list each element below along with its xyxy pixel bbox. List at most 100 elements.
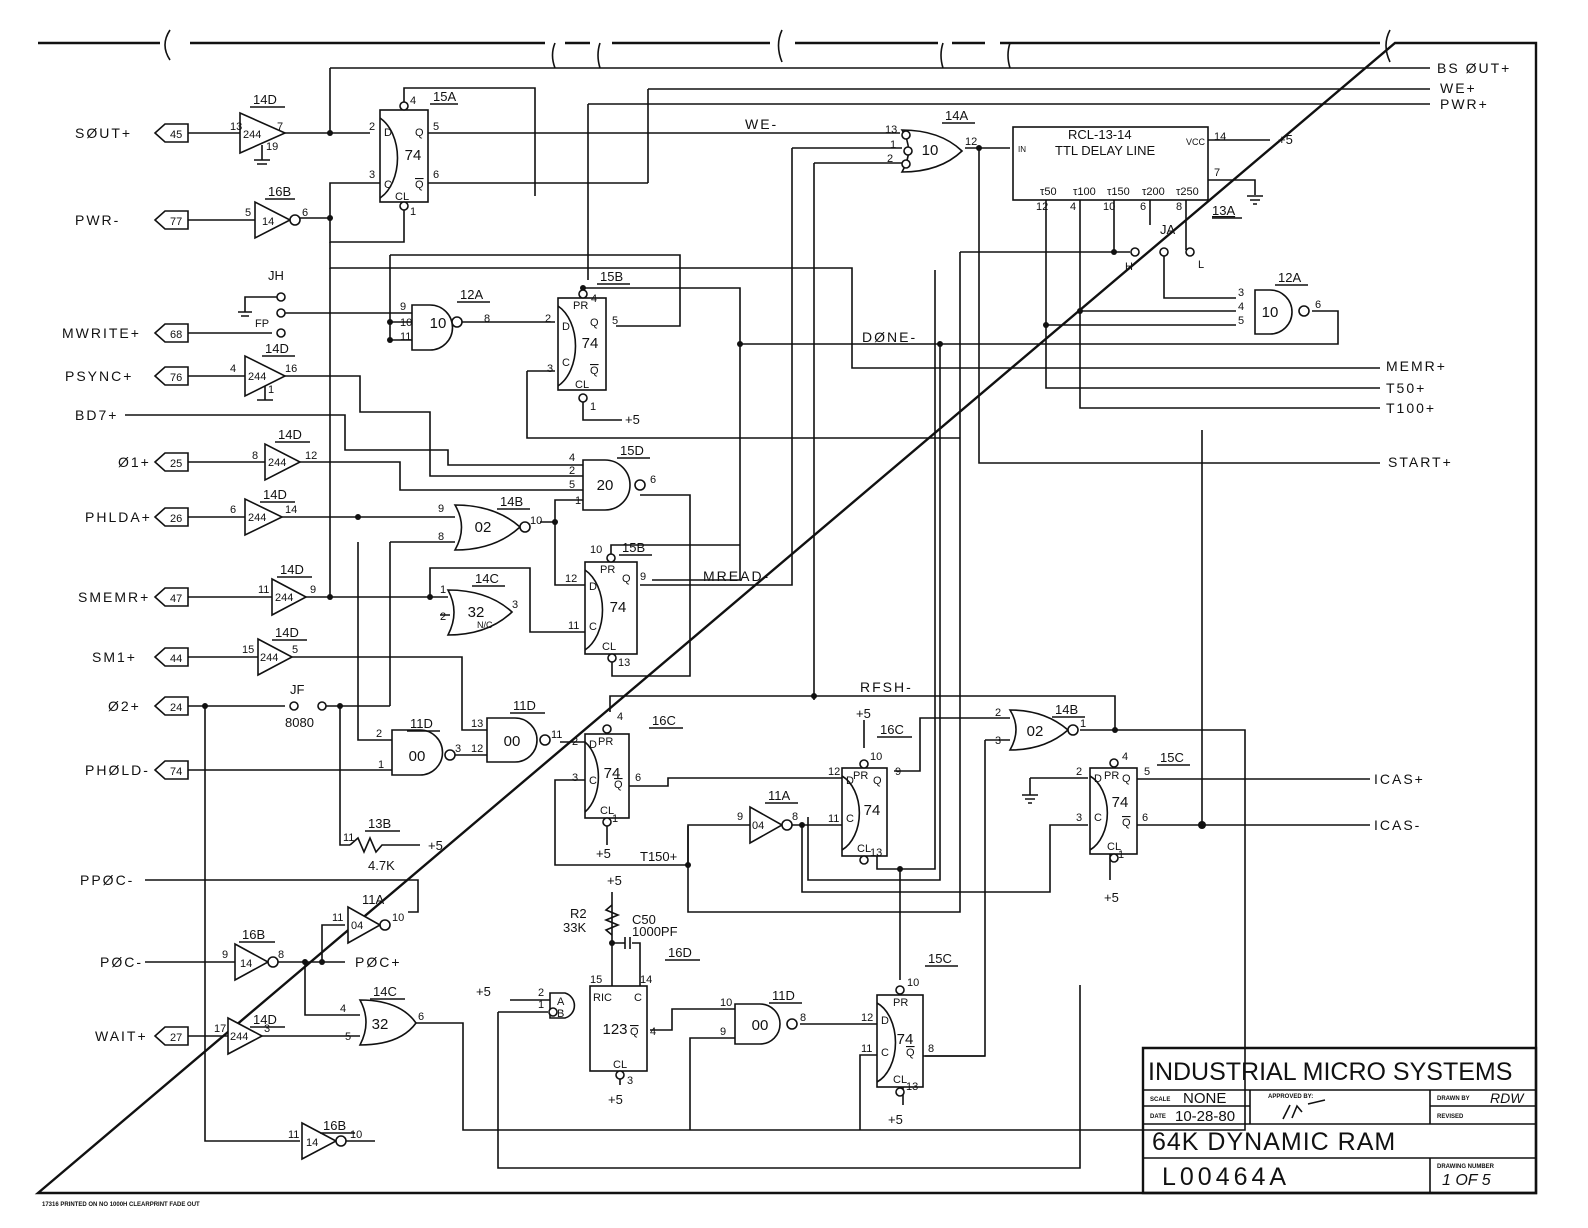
pin-number: 12 [1036, 201, 1048, 213]
svg-text:13: 13 [870, 847, 882, 859]
svg-text:10: 10 [350, 1129, 362, 1141]
output-label: PWR+ [1440, 96, 1489, 112]
or-14c-b [358, 999, 417, 1046]
svg-text:8: 8 [278, 949, 284, 961]
output-label: T100+ [1386, 400, 1436, 416]
part-ref: 12A [460, 287, 483, 302]
part-ref: 16C [880, 722, 904, 737]
input-label: SMEMR+ [78, 589, 150, 605]
inverter-16b-b [234, 942, 279, 982]
svg-text:C: C [589, 775, 597, 787]
pin-label: A [557, 996, 565, 1008]
part-ref: 14D [253, 1012, 277, 1027]
delay-line-desc: TTL DELAY LINE [1055, 143, 1156, 158]
svg-text:1: 1 [590, 401, 596, 413]
input-label: Ø2+ [108, 698, 141, 714]
delay-tap: τ200 [1142, 186, 1165, 198]
power-label: +5 [888, 1112, 903, 1127]
part-ref: 16D [668, 945, 692, 960]
part-type: 74 [582, 335, 599, 352]
part-ref: 14C [373, 984, 397, 999]
svg-text:4: 4 [591, 293, 597, 305]
svg-text:4: 4 [617, 711, 623, 723]
wires [125, 67, 1430, 1169]
svg-text:4: 4 [230, 363, 236, 375]
buffer-14d-d [244, 497, 284, 537]
nand-11d-b [486, 717, 551, 763]
svg-text:13: 13 [471, 718, 483, 730]
jumper-jf[interactable] [289, 701, 327, 711]
delay-tap: τ50 [1040, 186, 1057, 198]
delay-tap: τ250 [1176, 186, 1199, 198]
part-type: 10 [922, 142, 939, 159]
output-label: T50+ [1386, 380, 1426, 396]
svg-text:13: 13 [885, 124, 897, 136]
svg-text:4: 4 [410, 95, 416, 107]
delay-tap: τ150 [1107, 186, 1130, 198]
company-name: INDUSTRIAL MICRO SYSTEMS [1148, 1058, 1512, 1086]
capacitor-value: 1000PF [632, 924, 678, 939]
svg-text:1: 1 [890, 139, 896, 151]
svg-text:5: 5 [433, 121, 439, 133]
svg-text:10: 10 [590, 544, 602, 556]
net-label: T150+ [640, 849, 677, 864]
svg-text:11: 11 [288, 1129, 299, 1141]
jumper-ja[interactable] [1130, 247, 1195, 257]
scale-label: SCALE [1150, 1097, 1170, 1103]
input-label: PSYNC+ [65, 368, 133, 384]
flipflop-16c-b [841, 759, 888, 865]
svg-text:PR: PR [573, 300, 588, 312]
svg-text:2: 2 [572, 736, 578, 748]
svg-text:3: 3 [995, 735, 1001, 747]
part-type: 32 [372, 1016, 389, 1033]
buffer-14d-f [257, 637, 294, 677]
svg-text:12: 12 [471, 743, 483, 755]
svg-text:13: 13 [618, 657, 630, 669]
part-type: 00 [752, 1017, 769, 1034]
svg-text:15: 15 [590, 974, 602, 986]
or-14c-a [446, 589, 514, 636]
power-label: +5 [608, 1092, 623, 1107]
flipflop-15c-b [876, 985, 924, 1097]
part-ref: R2 [570, 906, 587, 921]
svg-text:C: C [846, 813, 854, 825]
nand-12a-a [411, 304, 463, 351]
net-label: DØNE- [862, 329, 917, 345]
svg-text:6: 6 [1315, 299, 1321, 311]
svg-text:4: 4 [1122, 751, 1128, 763]
svg-text:2: 2 [995, 707, 1001, 719]
delay-line-vcc: VCC [1186, 137, 1206, 147]
svg-text:6: 6 [230, 504, 236, 516]
jumper-note: 8080 [285, 715, 314, 730]
svg-text:C: C [589, 621, 597, 633]
nand-12a-b [1254, 289, 1310, 335]
footer-note: 17316 PRINTED ON NO 1000H CLEARPRINT FAD… [42, 1202, 200, 1208]
svg-text:14: 14 [640, 974, 652, 986]
svg-text:9: 9 [438, 503, 444, 515]
svg-text:10: 10 [907, 977, 919, 989]
svg-text:CL: CL [1107, 841, 1121, 853]
net-label: RFSH- [860, 679, 913, 695]
part-type: 14 [240, 958, 252, 970]
part-type: 244 [248, 512, 266, 524]
svg-text:2: 2 [569, 465, 575, 477]
svg-text:11: 11 [343, 832, 354, 844]
jumper-jh[interactable] [238, 292, 286, 338]
svg-text:1: 1 [440, 584, 446, 596]
delay-tap: τ100 [1073, 186, 1096, 198]
svg-text:5: 5 [612, 315, 618, 327]
sheet-number: 1 OF 5 [1442, 1172, 1491, 1189]
buffer-14d-b [244, 354, 287, 401]
svg-text:11: 11 [861, 1043, 872, 1055]
input-label: Ø1+ [118, 454, 151, 470]
svg-text:10: 10 [392, 912, 404, 924]
svg-text:3: 3 [1238, 287, 1244, 299]
part-ref: 14D [263, 487, 287, 502]
svg-text:6: 6 [302, 207, 308, 219]
svg-text:8: 8 [252, 450, 258, 462]
delay-line-in: IN [1018, 145, 1026, 154]
buffer-14d-e [271, 577, 308, 617]
jumper-label: JA [1160, 222, 1176, 237]
svg-text:Q: Q [622, 573, 631, 585]
